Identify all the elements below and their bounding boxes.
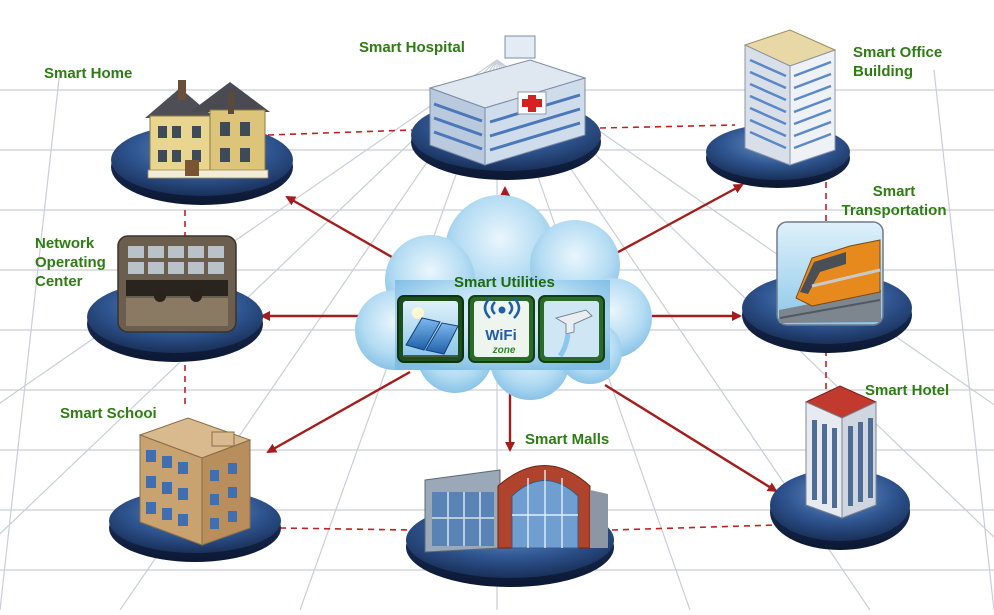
label-smart-utilities: Smart Utilities xyxy=(454,274,555,291)
label-noc-line3: Center xyxy=(35,273,83,290)
control-room-icon xyxy=(117,235,237,333)
label-transport-line1: Smart xyxy=(872,183,916,200)
house-icon xyxy=(145,80,270,179)
hospital-icon xyxy=(428,35,587,166)
label-smart-hospital: Smart Hospital xyxy=(359,39,465,56)
label-transport-line2: Transportation xyxy=(841,202,947,219)
label-office-line1: Smart Office xyxy=(853,44,943,61)
arrow-to-school xyxy=(266,370,411,454)
hotel-icon xyxy=(804,385,878,519)
label-smart-transportation: Smart Transportation xyxy=(837,182,951,220)
arrow-to-hotel xyxy=(604,383,778,493)
office-building-icon xyxy=(743,29,837,166)
water-tap-icon xyxy=(538,295,605,363)
school-icon xyxy=(138,417,252,546)
label-smart-home: Smart Home xyxy=(44,65,133,82)
dashed-connectors xyxy=(184,124,827,531)
label-noc-line1: Network xyxy=(35,235,95,252)
mall-icon xyxy=(424,465,608,553)
label-noc-line2: Operating xyxy=(35,254,106,271)
label-smart-malls: Smart Malls xyxy=(525,431,610,448)
label-office-line2: Building xyxy=(853,63,913,80)
label-smart-office-building: Smart Office Building xyxy=(853,43,942,81)
wifi-zone-icon: WiFi zone xyxy=(468,295,535,363)
solar-panel-icon xyxy=(397,295,464,363)
label-smart-school: Smart Schooi xyxy=(60,405,157,422)
wifi-badge-main: WiFi xyxy=(485,327,517,344)
wifi-badge-sub: zone xyxy=(492,345,516,356)
label-smart-hotel: Smart Hotel xyxy=(865,382,950,399)
train-icon xyxy=(776,221,884,326)
label-network-operating-center: Network Operating Center xyxy=(35,234,106,291)
